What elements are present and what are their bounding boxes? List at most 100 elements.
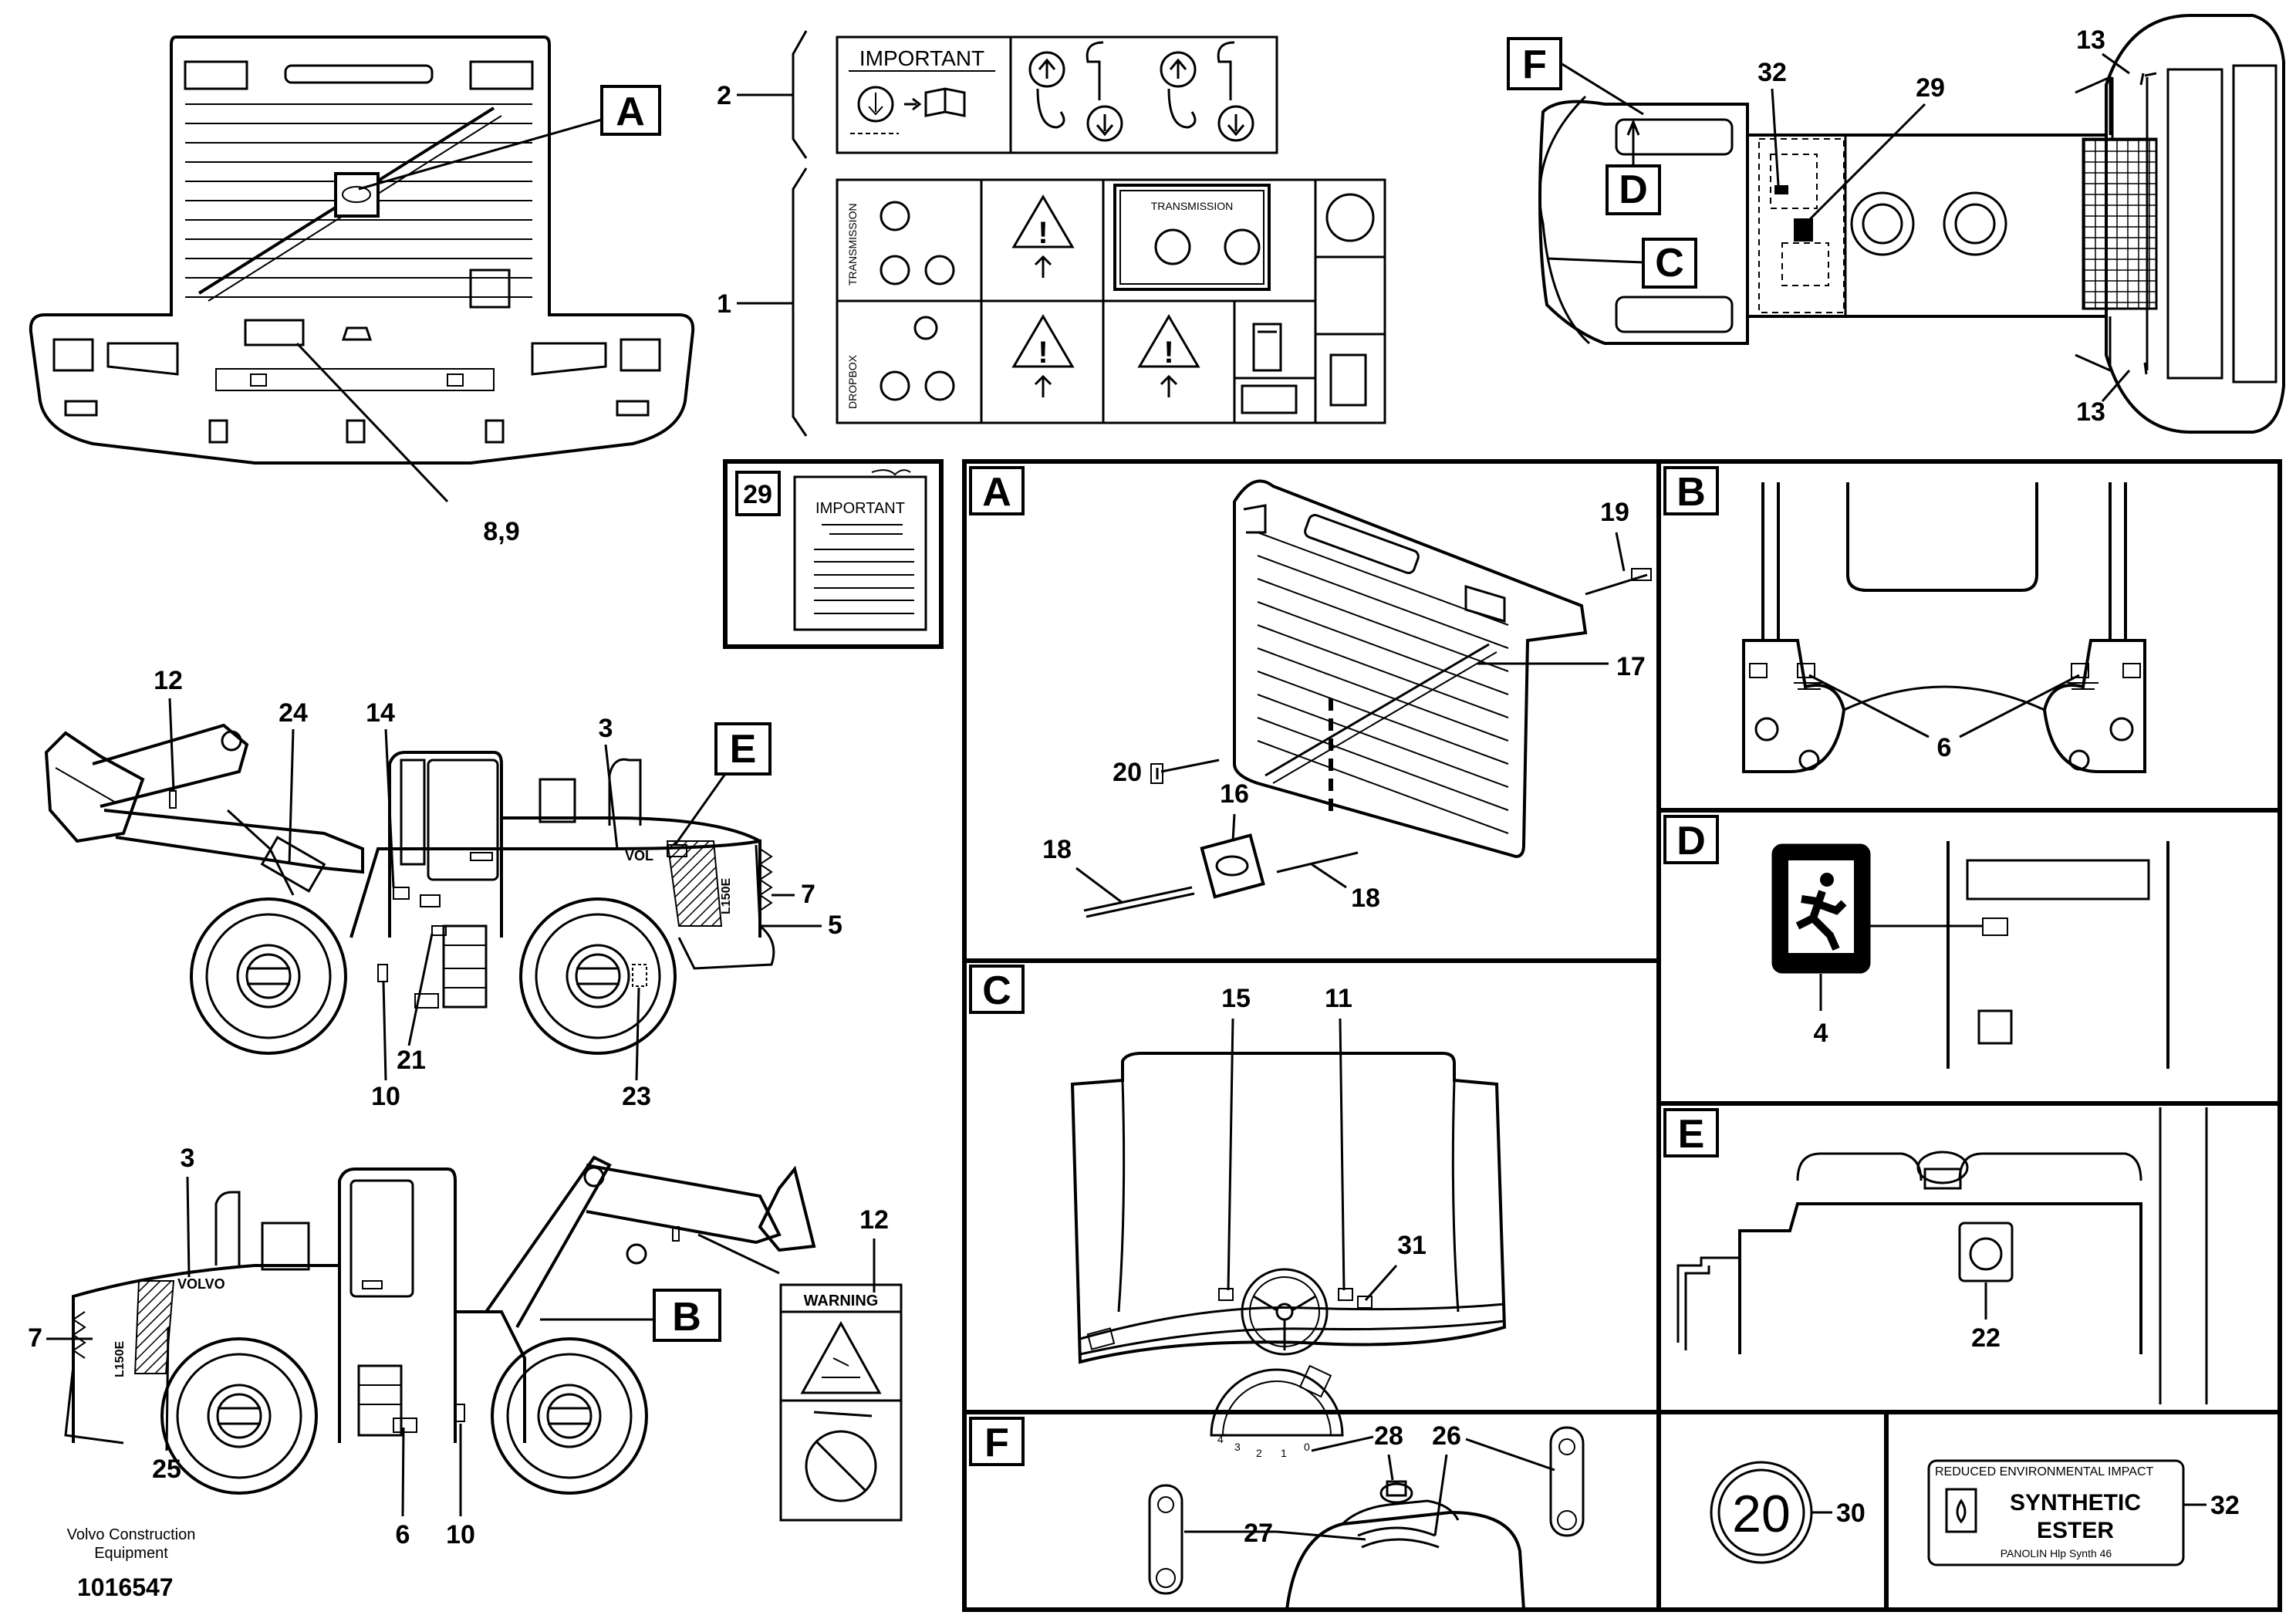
ref-2: 2 [717, 81, 731, 110]
synthetic-footer: PANOLIN Hlp Synth 46 [2001, 1547, 2112, 1559]
panel-a-letter: A [982, 470, 1011, 515]
side2-ref-12: 12 [859, 1205, 889, 1235]
synthetic-line1: SYNTHETIC [2010, 1490, 2141, 1516]
drawing-number: 1016547 [77, 1573, 174, 1601]
side2-ref-3: 3 [181, 1144, 195, 1173]
side1-ref-21: 21 [397, 1046, 426, 1075]
side2-ref-7: 7 [28, 1323, 42, 1353]
svg-text:!: ! [1038, 216, 1048, 250]
side2-letter-b: B [672, 1295, 701, 1340]
ref-1: 1 [717, 289, 731, 319]
dropbox-side-label: DROPBOX [846, 354, 859, 409]
panel-a-ref-16: 16 [1220, 779, 1249, 809]
panel-c: C 15 11 31 [969, 965, 1507, 1398]
dial-mark-4: 4 [1217, 1433, 1224, 1445]
side1-brand: VOL [625, 848, 653, 863]
panel-a-ref-20: 20 [1113, 758, 1142, 787]
bucket [44, 731, 145, 843]
panel-a: A 19 17 20 16 18 18 [969, 466, 1652, 918]
front-wheel-1 [190, 897, 347, 1055]
panel-e: E 22 [1663, 1107, 2208, 1404]
side1-ref-7: 7 [801, 880, 815, 909]
detail-panels-frame [962, 459, 2282, 1612]
top-view-letter-d: D [1619, 167, 1648, 212]
decal-29-ref: 29 [743, 480, 772, 509]
side2-ref-25: 25 [152, 1455, 181, 1484]
top-view-machine: F D C 32 29 13 13 [1507, 14, 2285, 434]
synthetic-header: REDUCED ENVIRONMENTAL IMPACT [1935, 1465, 2154, 1478]
panel-30: 20 30 [1710, 1461, 1866, 1564]
decal-29-box: 29 IMPORTANT [723, 459, 944, 649]
panel-d-letter: D [1676, 819, 1706, 863]
panel-d: D 4 [1663, 815, 2169, 1069]
footer-block: Volvo Construction Equipment 1016547 [67, 1526, 196, 1601]
warning-decal-text: WARNING [804, 1293, 879, 1309]
side1-ref-24: 24 [279, 698, 308, 728]
hook-icons [1028, 41, 1254, 142]
side1-model: L150E [720, 878, 733, 914]
transmission-box-title: TRANSMISSION [1151, 200, 1234, 212]
side1-ref-10: 10 [371, 1082, 400, 1111]
panel-e-ref-22: 22 [1971, 1323, 2001, 1353]
decal-29-text-lines [814, 524, 914, 614]
panel-b-letter: B [1676, 470, 1706, 515]
side2-ref-10: 10 [446, 1520, 475, 1549]
side1-ref-3: 3 [599, 714, 613, 743]
side2-model: L150E [113, 1341, 127, 1377]
panel-e-letter: E [1678, 1112, 1705, 1157]
warning-triangle-icons: ! ! ! [1011, 194, 1200, 397]
important-decal-title: IMPORTANT [859, 46, 984, 70]
panel-a-ref-17: 17 [1616, 652, 1646, 681]
synthetic-line2: ESTER [2037, 1518, 2114, 1543]
side1-ref-5: 5 [828, 911, 842, 940]
panel-f-ref-26: 26 [1432, 1421, 1461, 1451]
side-view-left: VOL L150E 12 24 14 3 E 7 5 21 10 23 [44, 666, 842, 1111]
rear-wheel-1 [519, 897, 677, 1055]
ref-13-bottom: 13 [2076, 397, 2105, 427]
panel-f-letter: F [984, 1421, 1009, 1465]
panel-32-ref: 32 [2210, 1491, 2240, 1520]
panel-f-ref-28: 28 [1374, 1421, 1403, 1451]
panel-32: REDUCED ENVIRONMENTAL IMPACT SYNTHETIC E… [1927, 1459, 2240, 1566]
side1-ref-12: 12 [154, 666, 183, 695]
speed-sign-value: 20 [1732, 1485, 1791, 1543]
dial-mark-1: 1 [1281, 1447, 1287, 1459]
svg-text:!: ! [1163, 336, 1173, 370]
panel-30-ref: 30 [1836, 1499, 1866, 1528]
ref-8-9: 8,9 [483, 517, 519, 546]
dial-mark-3: 3 [1234, 1441, 1241, 1453]
side1-ref-23: 23 [622, 1082, 651, 1111]
transmission-side-label: TRANSMISSION [846, 203, 859, 286]
front-view: A 8,9 [29, 35, 695, 546]
panel-a-ref-18-left: 18 [1042, 835, 1072, 864]
grille-slats-a [1257, 532, 1509, 834]
panel-c-ref-31: 31 [1397, 1231, 1427, 1260]
ref-13-top: 13 [2076, 25, 2105, 55]
panel-b: B 6 [1663, 466, 2146, 773]
decal-29-title: IMPORTANT [815, 500, 905, 517]
panel-a-ref-19: 19 [1600, 498, 1629, 527]
rear-wheel-2 [160, 1337, 318, 1495]
panel-d-ref-4: 4 [1814, 1019, 1828, 1048]
panel-c-letter: C [982, 968, 1011, 1013]
panel-c-ref-15: 15 [1221, 984, 1251, 1013]
dial-mark-0: 0 [1304, 1441, 1310, 1453]
panel-a-ref-18-right: 18 [1351, 884, 1380, 913]
svg-text:!: ! [1038, 336, 1048, 370]
side1-letter-e: E [730, 727, 757, 772]
warning-decal: WARNING [779, 1283, 903, 1522]
top-view-letter-f: F [1522, 42, 1547, 87]
decal-sheets: 2 1 IMPORTANT TRANSMISSION DROPBOX TRANS… [717, 30, 1386, 437]
side2-brand: VOLVO [177, 1276, 225, 1292]
callout-letter-a: A [616, 90, 645, 134]
side1-ref-14: 14 [366, 698, 395, 728]
ref-32-top: 32 [1757, 58, 1787, 87]
dial-mark-2: 2 [1256, 1447, 1262, 1459]
panel-f-ref-27: 27 [1244, 1519, 1273, 1548]
side2-ref-6: 6 [396, 1520, 410, 1549]
panel-c-ref-11: 11 [1325, 984, 1352, 1013]
front-wheel-2 [491, 1337, 648, 1495]
company-line-2: Equipment [94, 1545, 168, 1562]
side-view-right: VOLVO L150E 3 12 B 7 25 6 10 WARNING [28, 1144, 903, 1549]
